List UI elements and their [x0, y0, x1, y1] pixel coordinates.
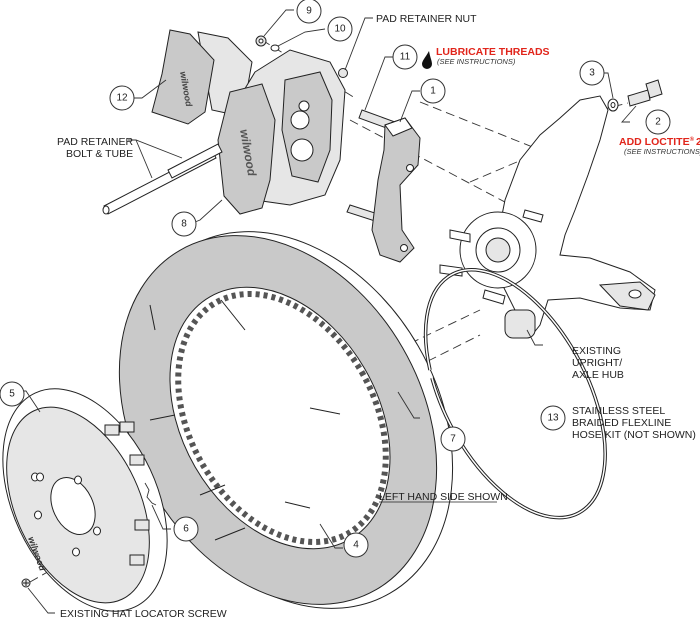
bolt-part — [627, 79, 663, 107]
svg-text:7: 7 — [450, 434, 456, 445]
hose-kit-label-line2: BRAIDED FLEXLINE — [572, 417, 671, 429]
callout-10: 10 — [327, 16, 353, 42]
brake-rotor — [118, 231, 454, 609]
hose-kit-label-line3: HOSE KIT (NOT SHOWN) — [572, 429, 696, 441]
hat-locator-screw — [21, 578, 31, 588]
pad-retainer-nut-part — [255, 35, 267, 47]
callout-1: 1 — [420, 78, 446, 104]
retaining-ring — [423, 268, 607, 520]
callout-11: 11 — [392, 44, 418, 70]
washer-part — [607, 98, 619, 112]
loctite-number: 271 — [696, 136, 700, 148]
callout-2: 2 — [645, 109, 671, 135]
upright-label-line3: AXLE HUB — [572, 369, 624, 381]
svg-text:4: 4 — [353, 540, 359, 551]
upright-axle-hub — [439, 95, 656, 339]
callout-12: 12 — [109, 85, 135, 111]
svg-text:9: 9 — [306, 6, 312, 17]
loctite-instructions-note: (SEE INSTRUCTIONS) — [624, 147, 700, 156]
left-hand-side-note: LEFT HAND SIDE SHOWN — [379, 491, 508, 503]
hose-kit-label-line1: STAINLESS STEEL — [572, 405, 665, 417]
svg-text:1: 1 — [430, 86, 436, 97]
nut-right-part — [338, 68, 348, 78]
callout-8: 8 — [171, 211, 197, 237]
callout-7: 7 — [440, 426, 466, 452]
callout-5: 5 — [0, 381, 25, 407]
upright-label-line1: EXISTING — [572, 345, 621, 357]
leader-lines — [19, 9, 637, 614]
loctite-note: ADD LOCTITE®271 (SEE INSTRUCTIONS) — [619, 136, 700, 156]
svg-text:8: 8 — [181, 219, 187, 230]
pad-retainer-nut-label: PAD RETAINER NUT — [376, 13, 477, 25]
svg-text:2: 2 — [655, 117, 661, 128]
caliper-bracket — [371, 117, 421, 263]
lubricate-note: LUBRICATE THREADS (SEE INSTRUCTIONS) — [422, 46, 550, 69]
callout-6: 6 — [173, 516, 199, 542]
caliper: wilwood — [217, 49, 346, 215]
oil-drop-icon — [422, 51, 432, 69]
svg-text:11: 11 — [400, 52, 411, 63]
rotor-hat: wilwood — [2, 388, 168, 612]
lubricate-threads-label: LUBRICATE THREADS — [436, 46, 550, 58]
loctite-label: ADD LOCTITE — [619, 136, 690, 148]
svg-text:6: 6 — [183, 524, 189, 535]
pad-retainer-bolt-label-line1: PAD RETAINER — [57, 136, 133, 148]
callout-13: 13 — [540, 405, 566, 431]
hat-locator-screw-label: EXISTING HAT LOCATOR SCREW — [60, 608, 227, 620]
svg-text:13: 13 — [547, 413, 559, 424]
rotor-hardware-clip — [144, 482, 157, 506]
pad-retainer-bolt-tube — [102, 143, 223, 215]
svg-text:12: 12 — [116, 93, 128, 104]
small-washer-part — [270, 44, 280, 52]
callout-9: 9 — [296, 0, 322, 24]
upright-label-line2: UPRIGHT/ — [572, 357, 622, 369]
svg-text:10: 10 — [334, 24, 346, 35]
callout-4: 4 — [343, 532, 369, 558]
registered-mark: ® — [690, 136, 695, 143]
svg-text:5: 5 — [9, 389, 15, 400]
svg-text:3: 3 — [589, 68, 595, 79]
lubricate-instructions-note: (SEE INSTRUCTIONS) — [437, 57, 516, 66]
callout-3: 3 — [579, 60, 605, 86]
pad-retainer-bolt-label-line2: BOLT & TUBE — [66, 148, 133, 160]
svg-text:ADD LOCTITE®271: ADD LOCTITE®271 — [619, 136, 700, 148]
